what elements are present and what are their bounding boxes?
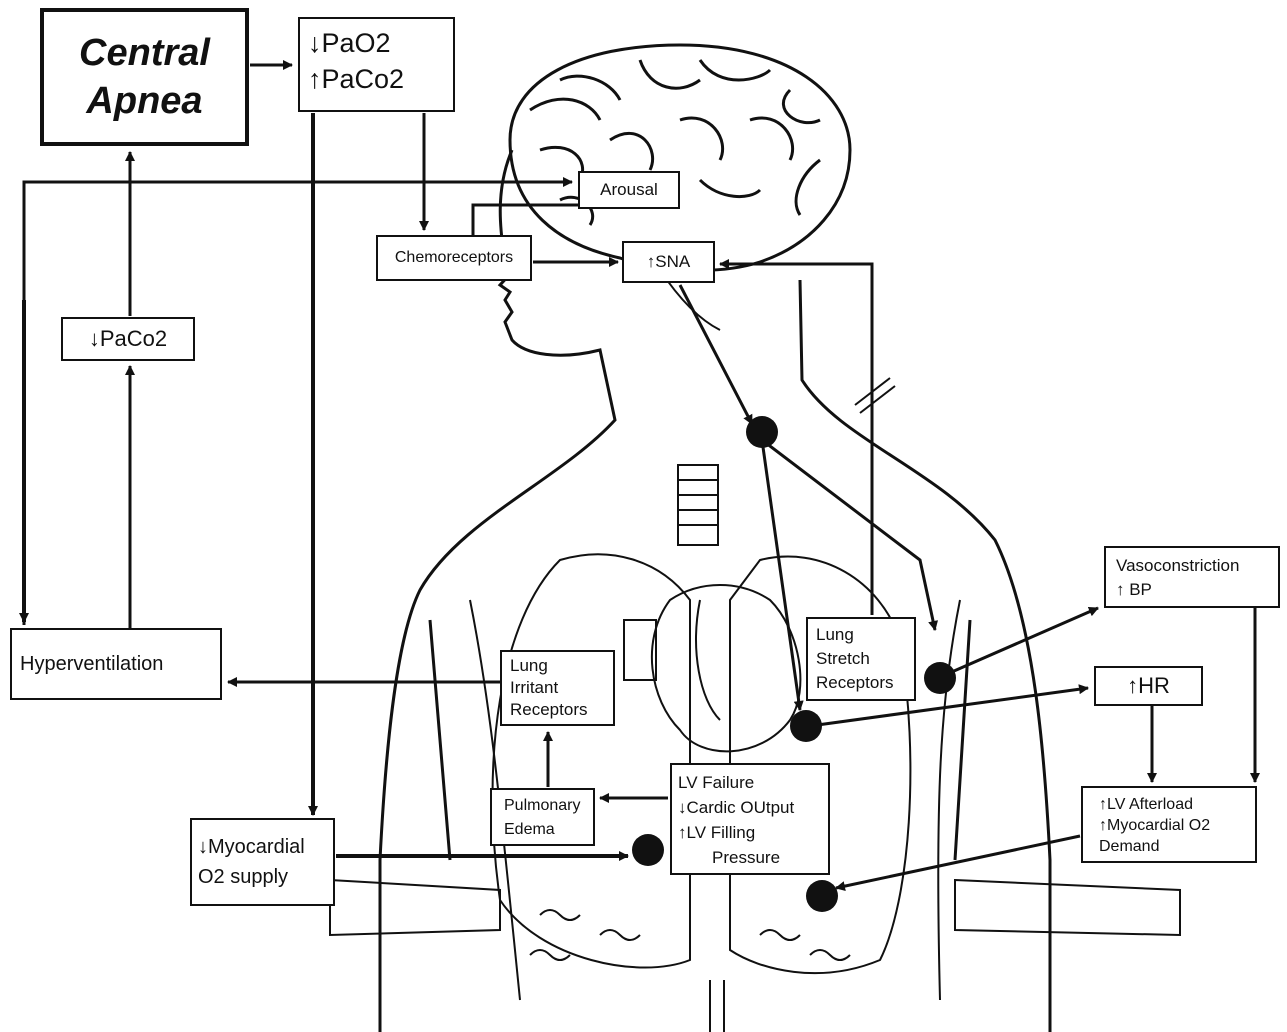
heart-rate-box: ↑HR (1094, 666, 1203, 706)
myocardial-supply-line1: ↓Myocardial (198, 832, 333, 862)
lung-irritant-line2: Irritant (510, 677, 613, 699)
synapse-dot (790, 710, 822, 742)
hyperventilation-label: Hyperventilation (20, 653, 163, 675)
paco2-down-box: ↓PaCo2 (61, 317, 195, 361)
paco2-down-label: ↓PaCo2 (89, 326, 167, 351)
hyperventilation-box: Hyperventilation (10, 628, 222, 700)
central-apnea-line2: Apnea (86, 77, 202, 125)
arousal-box: Arousal (578, 171, 680, 209)
sna-box: ↑SNA (622, 241, 715, 283)
paco2-up-label: ↑PaCo2 (308, 61, 453, 97)
lv-afterload-line3: Demand (1099, 836, 1255, 857)
lung-stretch-line2: Stretch (816, 647, 914, 671)
vasoconstriction-line1: Vasoconstriction (1116, 554, 1278, 578)
lv-afterload-box: ↑LV Afterload ↑Myocardial O2 Demand (1081, 786, 1257, 863)
synapse-dot (806, 880, 838, 912)
chemoreceptors-label: Chemoreceptors (395, 249, 513, 266)
pao2-paco2-box: ↓PaO2 ↑PaCo2 (298, 17, 455, 112)
myocardial-supply-line2: O2 supply (198, 862, 333, 892)
vasoconstriction-box: Vasoconstriction ↑ BP (1104, 546, 1280, 608)
sna-label: ↑SNA (647, 252, 690, 271)
lv-failure-line1: LV Failure (678, 770, 828, 795)
synapse-dot (632, 834, 664, 866)
chemoreceptors-box: Chemoreceptors (376, 235, 532, 281)
lv-afterload-line1: ↑LV Afterload (1099, 794, 1255, 815)
heart-rate-label: ↑HR (1127, 673, 1170, 698)
central-apnea-box: Central Apnea (40, 8, 249, 146)
lv-failure-box: LV Failure ↓Cardic OUtput ↑LV Filling Pr… (670, 763, 830, 875)
pulmonary-edema-line2: Edema (504, 818, 593, 842)
lung-stretch-line3: Receptors (816, 671, 914, 695)
central-apnea-line1: Central (79, 29, 210, 77)
lv-failure-line3: ↑LV Filling (678, 820, 828, 845)
pulmonary-edema-box: Pulmonary Edema (490, 788, 595, 846)
lv-failure-line2: ↓Cardic OUtput (678, 795, 828, 820)
myocardial-o2-supply-box: ↓Myocardial O2 supply (190, 818, 335, 906)
synapse-dot (746, 416, 778, 448)
vasoconstriction-line2: ↑ BP (1116, 578, 1278, 602)
trachea-icon (678, 465, 718, 545)
pulmonary-edema-line1: Pulmonary (504, 794, 593, 818)
synapse-dot (924, 662, 956, 694)
arousal-label: Arousal (600, 180, 658, 199)
lung-irritant-receptors-box: Lung Irritant Receptors (500, 650, 615, 726)
lung-stretch-receptors-box: Lung Stretch Receptors (806, 617, 916, 701)
lv-afterload-line2: ↑Myocardial O2 (1099, 815, 1255, 836)
lv-failure-line4: Pressure (678, 845, 828, 870)
lung-stretch-line1: Lung (816, 623, 914, 647)
pao2-down-label: ↓PaO2 (308, 25, 453, 61)
lung-irritant-line1: Lung (510, 655, 613, 677)
lung-irritant-line3: Receptors (510, 699, 613, 721)
